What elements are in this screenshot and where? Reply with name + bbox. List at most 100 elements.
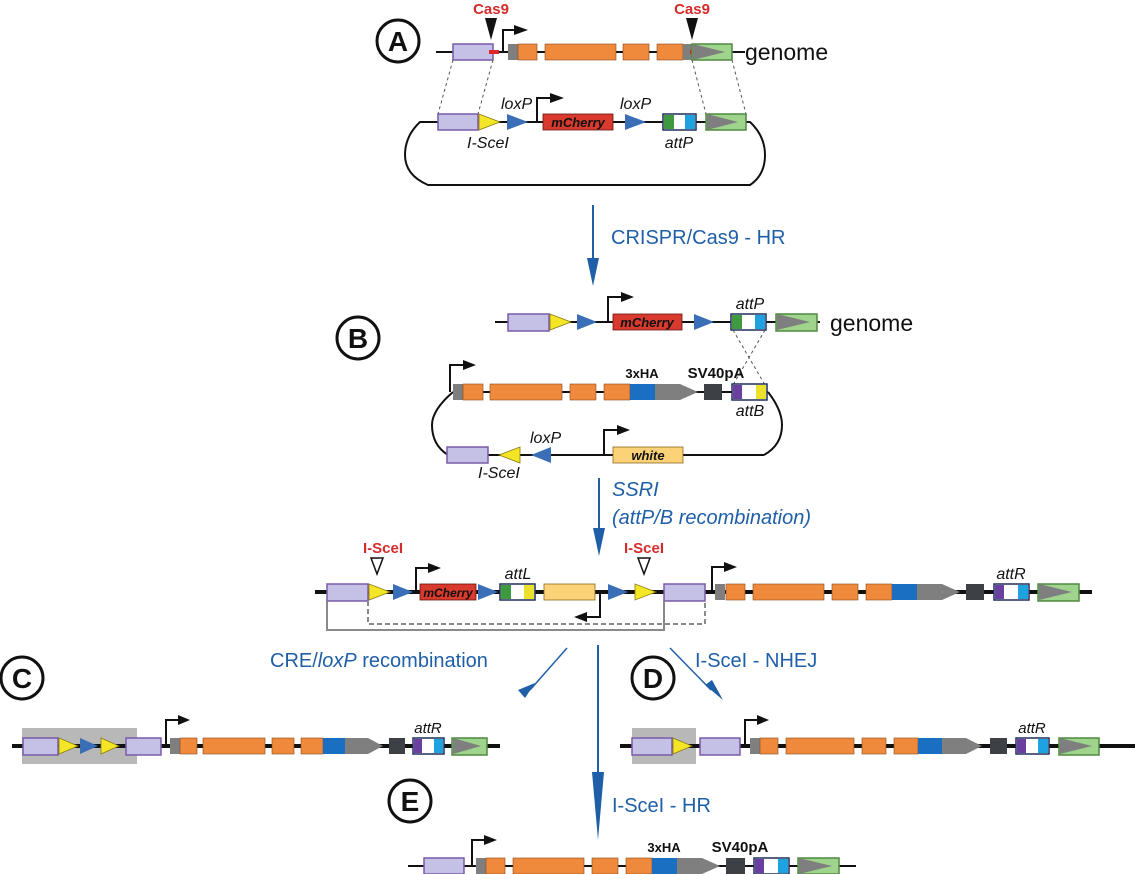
homology-arm <box>663 583 706 602</box>
step-arrowhead <box>587 258 599 286</box>
cas9-marker-right <box>686 18 698 40</box>
promoter-arrow <box>711 566 724 592</box>
step-ssri-sublabel: (attP/B recombination) <box>612 507 811 529</box>
exon-1 <box>462 383 484 401</box>
homology-link <box>731 59 747 115</box>
step-ssri: SSRI (attP/B recombination) <box>593 478 811 556</box>
utr-3-arrow <box>693 44 725 60</box>
attr-left-half <box>1017 739 1026 753</box>
white-label: white <box>631 448 664 463</box>
panel-b-letter: B <box>348 323 368 354</box>
panel-a: A genome Cas9 Cas9 I-SceI <box>375 1 828 186</box>
isce-cut-marker-left <box>369 557 385 577</box>
panel-c: C attR <box>0 655 500 764</box>
exon-4 <box>625 857 653 874</box>
homology-arm <box>326 583 369 602</box>
attl-right-half <box>524 585 534 599</box>
cas9-cut-site-left <box>489 50 499 54</box>
donor-plasmid-backbone <box>403 121 767 186</box>
exon-2 <box>489 383 563 401</box>
isce-cut-label-right: I-SceI <box>624 540 664 557</box>
isce-cut-marker-right <box>636 557 652 577</box>
loxp-site <box>694 314 714 330</box>
sv40pa-label: SV40pA <box>688 365 745 382</box>
utr-arrow <box>777 314 810 330</box>
plasmid-backbone-left <box>430 391 454 456</box>
utr-arrow <box>1060 738 1092 754</box>
isce-site <box>58 737 80 755</box>
promoter-arrow <box>165 719 178 746</box>
panel-a-badge <box>375 18 421 64</box>
exon-1 <box>485 857 506 874</box>
exon-4 <box>865 583 893 601</box>
exon-4 <box>893 737 919 755</box>
attr-right-half <box>778 859 788 873</box>
attp-right-half <box>685 115 695 129</box>
loxp-site <box>393 584 413 600</box>
ha-tag <box>630 384 655 400</box>
promoter-arrowhead <box>463 360 476 370</box>
genome-label: genome <box>745 39 828 65</box>
promoter-arrowhead <box>621 292 634 302</box>
mcherry-label: mCherry <box>423 586 474 600</box>
attr-right-half <box>1038 739 1048 753</box>
isce-site <box>368 583 392 601</box>
step-crispr: CRISPR/Cas9 - HR <box>587 205 785 286</box>
promoter-arrowhead <box>550 93 564 103</box>
promoter-arrowhead <box>428 563 441 573</box>
step-cre: CRE/loxP recombination <box>270 647 568 698</box>
attp-right-half <box>755 315 765 329</box>
attr-left-half <box>414 739 422 753</box>
step-cre-label: CRE/loxP recombination <box>270 650 488 672</box>
sv40pa-label: SV40pA <box>712 839 769 856</box>
step-arrowhead <box>593 528 605 556</box>
white-marker-gene <box>543 583 596 601</box>
integrated-allele: I-SceI I-SceI mCherry attL a <box>315 540 1092 631</box>
ha-tag-label: 3xHA <box>647 840 681 855</box>
utr-5 <box>715 584 725 600</box>
plasmid-homology-arm <box>446 446 489 464</box>
loxp-site <box>608 584 628 600</box>
deletion-bracket-nhej <box>367 601 706 625</box>
step-crispr-label: CRISPR/Cas9 - HR <box>611 227 785 249</box>
utr-3-arrow <box>917 584 960 600</box>
donor-utr-arrow <box>707 114 738 130</box>
sv40pa-block <box>966 584 984 600</box>
utr-3 <box>683 44 693 60</box>
mcherry-label: mCherry <box>620 315 674 330</box>
exon-3 <box>591 857 619 874</box>
attb-label: attB <box>736 403 765 420</box>
cas9-marker-left <box>485 18 497 40</box>
isce-label: I-SceI <box>467 135 509 152</box>
ha-tag <box>323 738 345 754</box>
utr-3-arrow <box>942 738 982 754</box>
step-ssri-label: SSRI <box>612 479 659 501</box>
homology-link <box>437 59 454 115</box>
ha-tag <box>652 858 677 874</box>
step-nhej: I-SceI - NHEJ <box>669 647 817 700</box>
utr-5 <box>170 738 180 754</box>
isce-site <box>634 583 658 601</box>
utr-5 <box>508 44 518 60</box>
attr-left-half <box>755 859 764 873</box>
attr-left-half <box>995 585 1004 599</box>
promoter-arrow <box>502 29 515 52</box>
cas9-label-right: Cas9 <box>674 1 710 18</box>
mcherry-cassette <box>612 313 683 331</box>
promoter-arrowhead <box>484 835 497 845</box>
utr-5 <box>476 858 486 874</box>
loxp-label-1: loxP <box>501 96 532 113</box>
donor-homology-arm-left <box>437 113 479 131</box>
panel-c-letter: C <box>12 663 32 694</box>
step-hr: I-SceI - HR <box>592 645 711 840</box>
exon-4 <box>603 383 631 401</box>
attp-left-half <box>732 315 742 329</box>
utr-3-arrow <box>677 858 720 874</box>
reverse-promoter-arrowhead <box>574 612 587 622</box>
promoter-arrowhead <box>757 715 769 725</box>
isce-site <box>672 737 694 755</box>
utr-3-arrow <box>655 384 698 400</box>
promoter-arrow <box>471 839 484 866</box>
reverse-promoter-arrow <box>586 592 601 618</box>
exon-3 <box>271 737 295 755</box>
